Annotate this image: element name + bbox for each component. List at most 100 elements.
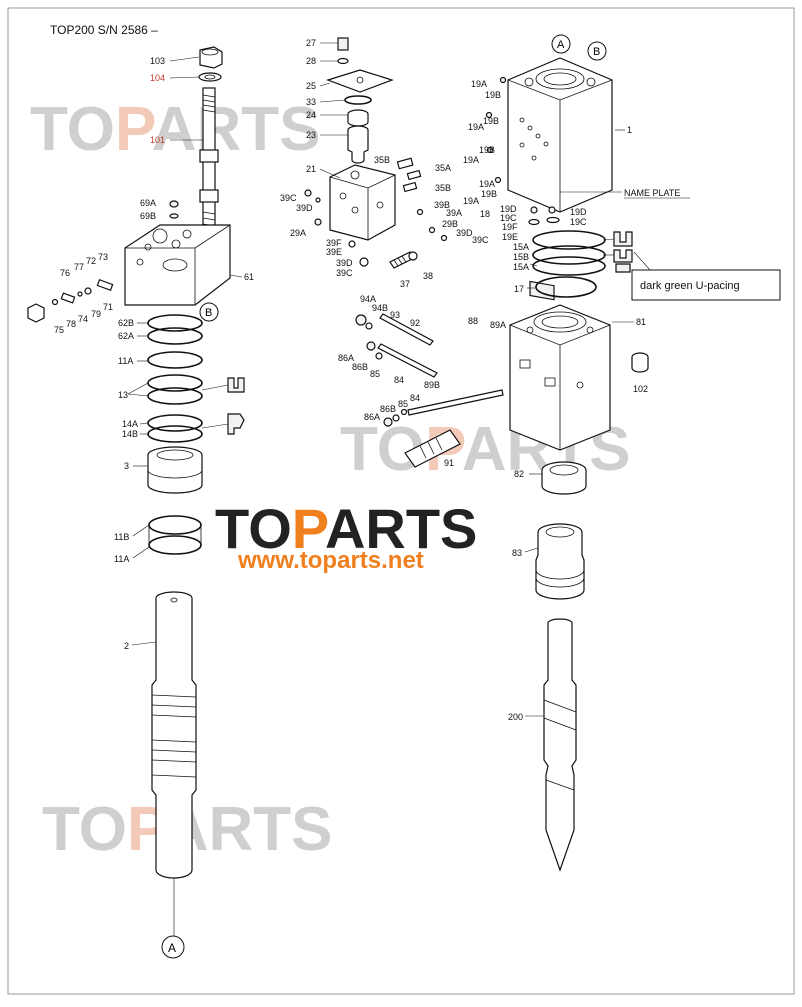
svg-text:89A: 89A xyxy=(490,320,506,330)
svg-text:86B: 86B xyxy=(380,404,396,414)
svg-text:73: 73 xyxy=(98,252,108,262)
svg-text:33: 33 xyxy=(306,97,316,107)
part-35-plugs xyxy=(396,157,422,193)
svg-text:13: 13 xyxy=(118,390,128,400)
image-border xyxy=(7,7,795,995)
part-103-nut xyxy=(199,46,223,69)
svg-text:83: 83 xyxy=(512,548,522,558)
svg-text:39A: 39A xyxy=(446,208,462,218)
part-17-ring xyxy=(535,276,597,298)
svg-text:A: A xyxy=(168,941,176,955)
part-24-plug xyxy=(347,109,369,127)
svg-text:89B: 89B xyxy=(424,380,440,390)
svg-text:79: 79 xyxy=(91,309,101,319)
svg-text:TOPARTS: TOPARTS xyxy=(215,497,477,560)
toparts-logo: TOPARTS www.toparts.net xyxy=(215,497,477,574)
svg-text:35A: 35A xyxy=(435,163,451,173)
svg-text:11A: 11A xyxy=(118,356,133,366)
svg-text:62A: 62A xyxy=(118,331,134,341)
part-25-cover-plate xyxy=(326,69,394,93)
part-81-front-head xyxy=(509,304,611,451)
svg-text:19B: 19B xyxy=(483,116,499,126)
svg-text:17: 17 xyxy=(514,284,524,294)
part-82-bushing xyxy=(541,461,587,495)
svg-text:84: 84 xyxy=(394,375,404,385)
svg-text:29B: 29B xyxy=(442,219,458,229)
svg-text:86A: 86A xyxy=(338,353,354,363)
part-61-back-head xyxy=(124,224,231,306)
svg-text:88: 88 xyxy=(468,316,478,326)
svg-text:3: 3 xyxy=(124,461,129,471)
svg-text:69A: 69A xyxy=(140,198,156,208)
svg-text:35B: 35B xyxy=(435,183,451,193)
svg-text:19B: 19B xyxy=(479,145,495,155)
watermark-top: TOPARTS xyxy=(30,95,321,164)
ref-marker-b-top: B xyxy=(587,41,607,61)
part-39-fittings xyxy=(304,189,448,267)
svg-text:19C: 19C xyxy=(500,213,517,223)
ref-marker-b-left: B xyxy=(199,302,219,322)
svg-text:21: 21 xyxy=(306,164,316,174)
svg-text:82: 82 xyxy=(514,469,524,479)
svg-text:1: 1 xyxy=(627,125,632,135)
svg-text:39C: 39C xyxy=(280,193,297,203)
part-37-38-spring-plug xyxy=(389,251,418,269)
svg-text:85: 85 xyxy=(370,369,380,379)
part-13-seals xyxy=(147,374,245,405)
svg-text:19A: 19A xyxy=(468,122,484,132)
svg-text:39D: 39D xyxy=(336,258,353,268)
part-102-bushing xyxy=(631,352,649,373)
svg-text:35B: 35B xyxy=(374,155,390,165)
ref-marker-a-bottom: A xyxy=(161,935,185,959)
svg-text:93: 93 xyxy=(390,310,400,320)
svg-text:19A: 19A xyxy=(479,179,495,189)
svg-text:81: 81 xyxy=(636,317,646,327)
svg-text:18: 18 xyxy=(480,209,490,219)
svg-text:71: 71 xyxy=(103,302,113,312)
part-91-bolt xyxy=(404,429,461,468)
part-28-washer xyxy=(337,57,349,65)
svg-text:91: 91 xyxy=(444,458,454,468)
svg-text:23: 23 xyxy=(306,130,316,140)
svg-text:39B: 39B xyxy=(434,200,450,210)
callout-text: dark green U-pacing xyxy=(640,280,740,292)
svg-text:37: 37 xyxy=(400,279,410,289)
svg-text:19A: 19A xyxy=(463,196,479,206)
svg-text:72: 72 xyxy=(86,256,96,266)
svg-text:11B: 11B xyxy=(114,532,129,542)
part-21-valve-body xyxy=(329,164,396,241)
part-104-washer xyxy=(198,72,222,82)
u-packing-callout: dark green U-pacing xyxy=(631,251,781,301)
svg-text:200: 200 xyxy=(508,712,523,722)
svg-text:39E: 39E xyxy=(326,247,342,257)
svg-text:76: 76 xyxy=(60,268,70,278)
part-11-seals-lower xyxy=(148,515,202,555)
svg-text:39D: 39D xyxy=(296,203,313,213)
svg-text:61: 61 xyxy=(244,272,254,282)
leader-lines xyxy=(127,42,634,717)
svg-text:A: A xyxy=(557,39,565,51)
svg-text:19B: 19B xyxy=(485,90,501,100)
svg-text:TOPARTS: TOPARTS xyxy=(30,95,321,164)
ref-marker-a-top: A xyxy=(551,34,571,54)
svg-text:19B: 19B xyxy=(481,189,497,199)
part-84-92-pins xyxy=(355,313,504,427)
svg-text:19D: 19D xyxy=(570,207,587,217)
svg-text:24: 24 xyxy=(306,110,316,120)
part-14-seals xyxy=(147,413,245,443)
part-33-oring xyxy=(344,95,372,105)
part-19-plugs xyxy=(485,76,560,226)
svg-text:19C: 19C xyxy=(570,217,587,227)
part-3-bushing xyxy=(147,446,203,494)
svg-text:86A: 86A xyxy=(364,412,380,422)
part-11a-ring-top xyxy=(147,351,203,369)
svg-text:86B: 86B xyxy=(352,362,368,372)
svg-text:25: 25 xyxy=(306,81,316,91)
svg-text:39C: 39C xyxy=(336,268,353,278)
svg-text:2: 2 xyxy=(124,641,129,651)
svg-text:104: 104 xyxy=(150,73,165,83)
svg-text:39D: 39D xyxy=(456,228,473,238)
part-2-piston xyxy=(151,591,197,936)
